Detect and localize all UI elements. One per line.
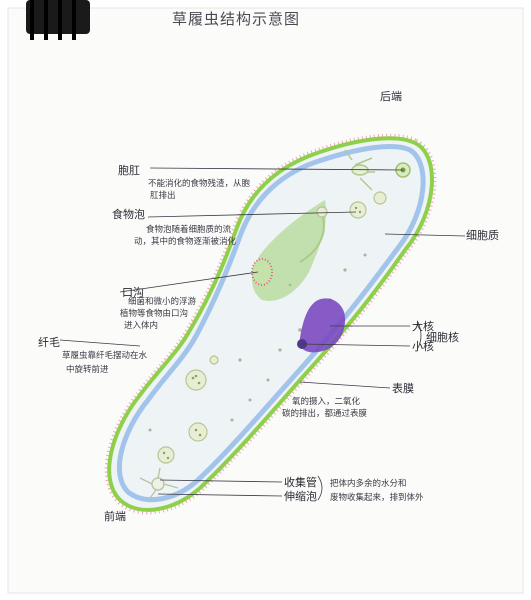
label-front-end: 前端 [104,509,126,523]
note-pellicle-1: 氧的摄入，二氧化 [292,396,361,407]
note-cilia-2: 中旋转前进 [66,364,109,375]
label-macronucleus: 大核 [412,319,434,333]
front-contractile-vacuole [139,467,179,499]
pellicle [107,136,434,512]
note-food-vacuole-1: 食物泡随着细胞质的流 [146,224,232,235]
food-vacuole-granules [162,206,362,460]
note-oral-groove-3: 进入体内 [124,320,158,331]
food-vacuoles [157,191,387,464]
leader-lines [59,167,466,501]
label-anal-pore: 胞肛 [118,164,140,177]
cytostome [251,258,273,286]
label-collecting-canal: 收集管 [284,475,317,489]
note-anal-pore-2: 肛排出 [150,190,176,201]
label-pellicle: 表膜 [392,381,414,395]
note-contractile-2: 废物收集起来，排到体外 [330,492,424,503]
paramecium-body [104,133,437,515]
note-pellicle-2: 碳的排出，都通过表膜 [282,408,368,419]
macronucleus [299,298,346,353]
diagram-title: 草履虫结构示意图 [172,10,300,28]
label-cilia: 纤毛 [38,336,60,349]
note-oral-groove-2: 植物等食物由口沟 [120,308,188,319]
note-contractile-1: 把体内多余的水分和 [330,478,407,489]
note-oral-groove-1: 细菌和微小的浮游 [128,296,197,307]
label-rear-end: 后端 [380,90,402,103]
note-cilia-1: 草履虫靠纤毛摆动在水 [62,350,148,361]
note-food-vacuole-2: 动，其中的食物逐渐被消化 [134,236,237,247]
label-cytoplasm: 细胞质 [466,229,499,242]
note-anal-pore-1: 不能消化的食物残渣，从胞 [148,178,251,189]
label-food-vacuole: 食物泡 [112,207,145,221]
label-contractile-vacuole: 伸缩泡 [284,489,317,503]
label-nucleus: 细胞核 [426,330,459,344]
binder-clip [26,0,90,40]
ectoplasm [116,144,426,503]
label-oral-groove: 口沟 [122,286,144,299]
label-micronucleus: 小核 [412,339,434,353]
annotations: 后端 前端 胞肛 不能消化的食物残渣，从胞 肛排出 食物泡 食物泡随着细胞质的流… [38,90,499,523]
